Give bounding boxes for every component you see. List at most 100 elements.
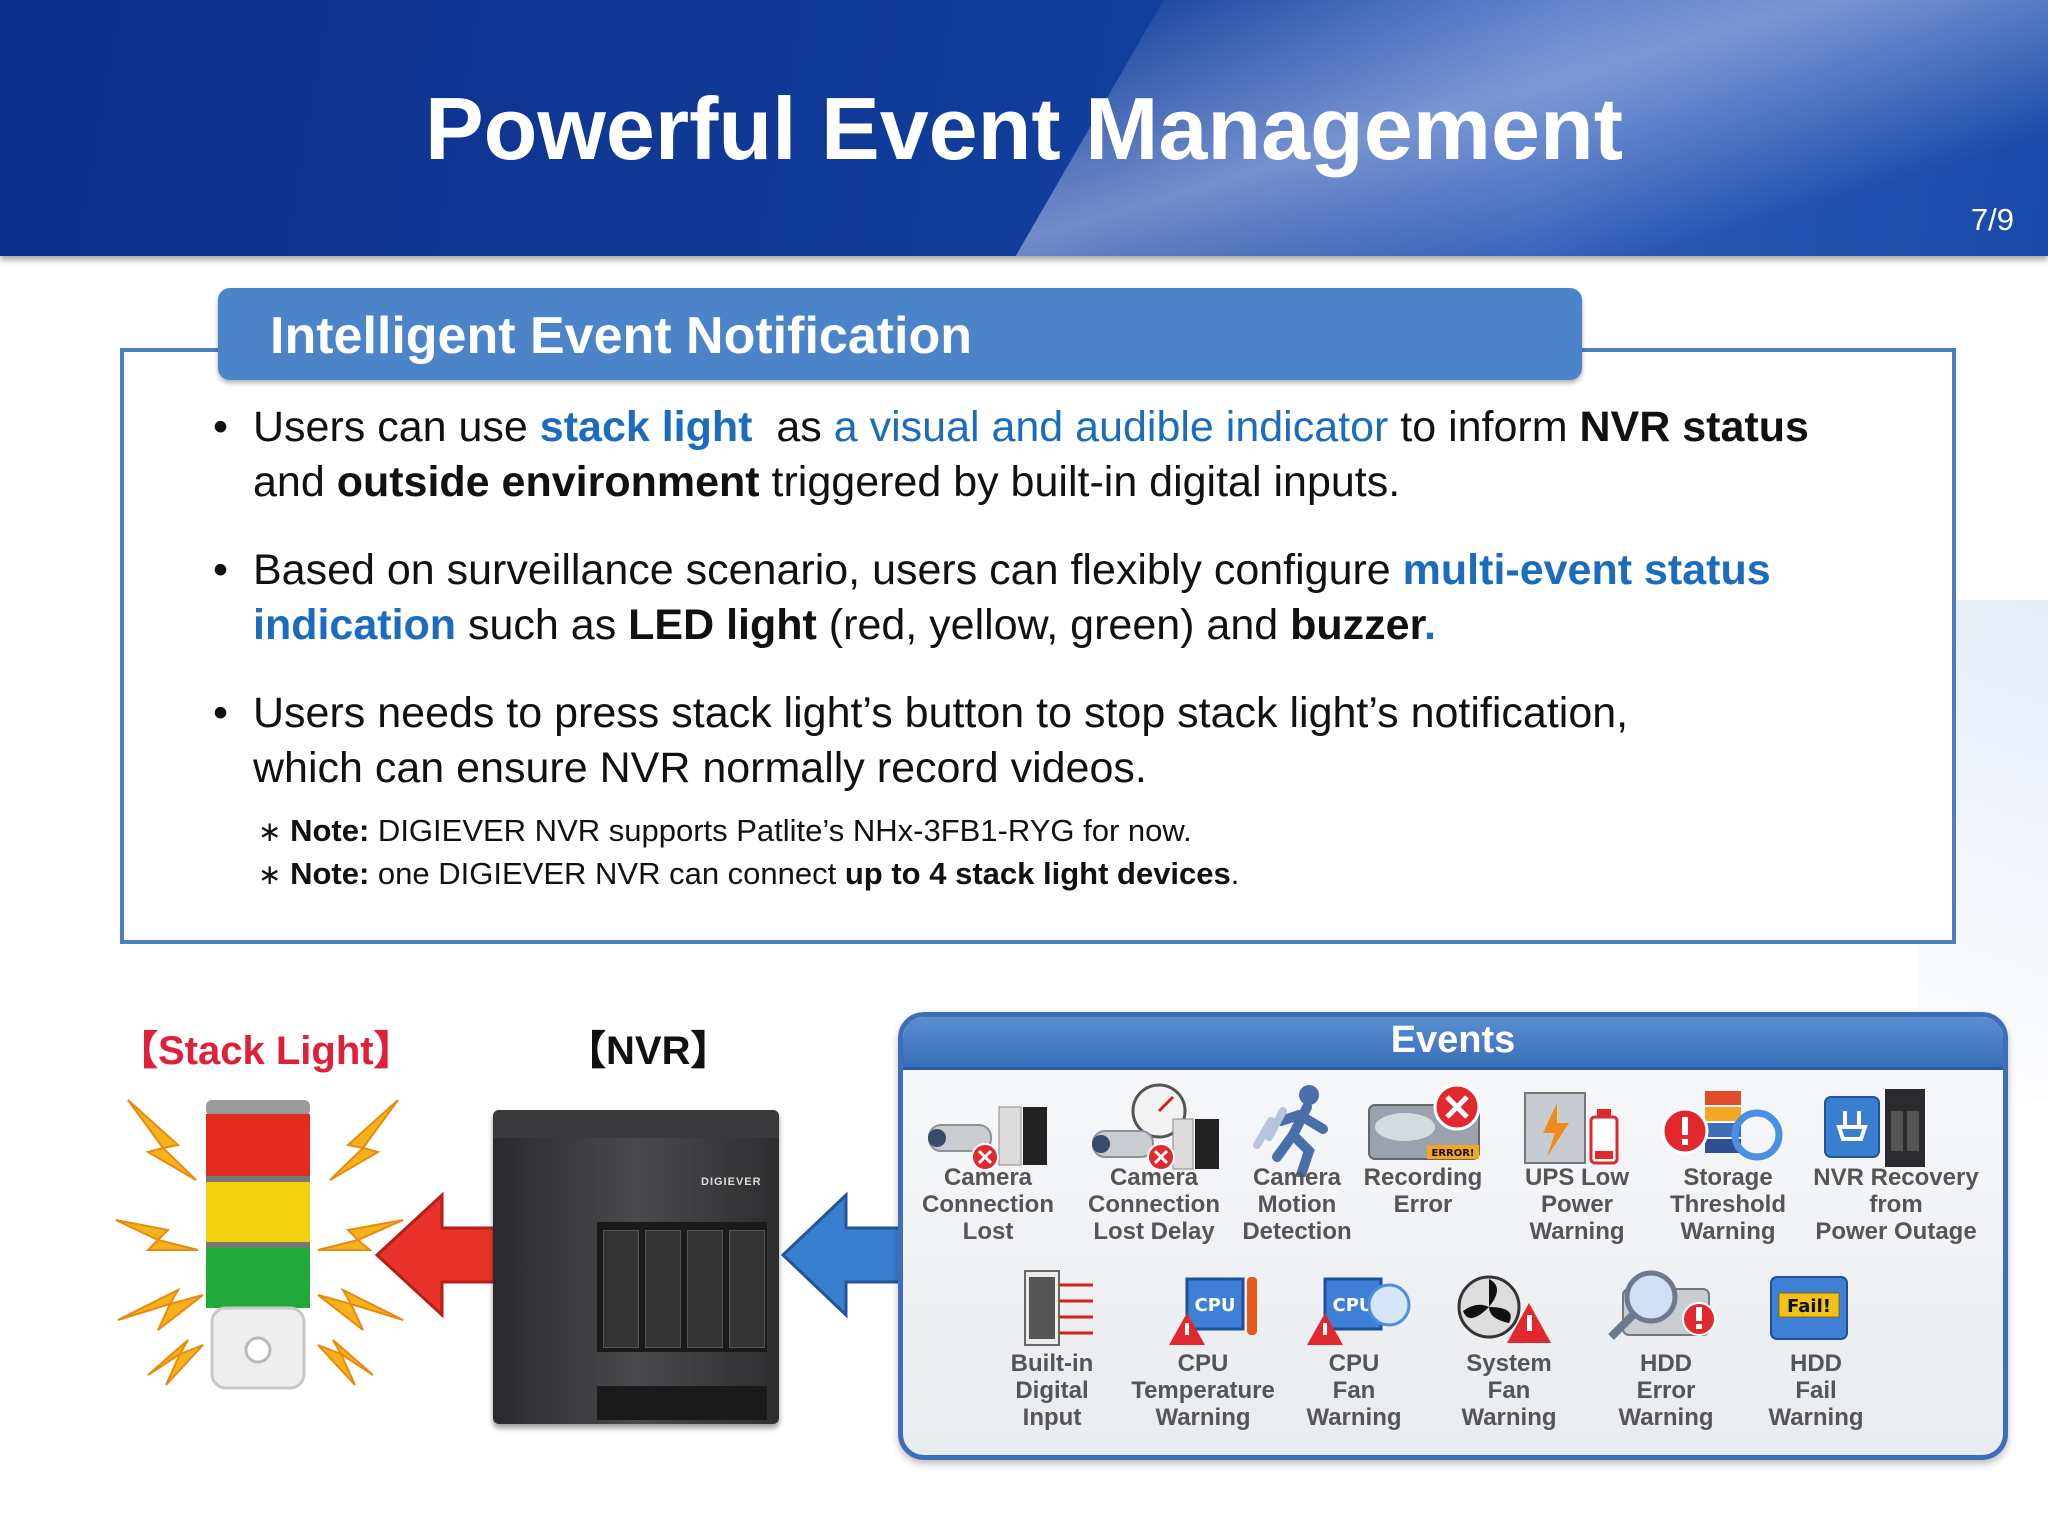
text-run: such as xyxy=(456,601,629,649)
highlight-stack-light: stack light xyxy=(539,403,753,451)
title-banner: Powerful Event Management 7/9 xyxy=(0,0,2048,256)
camera-disconnect-icon xyxy=(928,1106,1047,1171)
event-system-fan-warning: System Fan Warning xyxy=(1429,1350,1589,1431)
event-label-line: System xyxy=(1466,1350,1552,1377)
storage-threshold-icon xyxy=(1661,1091,1783,1161)
hdd-error-icon xyxy=(1608,1270,1716,1340)
note-emphasis: up to 4 stack light devices xyxy=(844,856,1231,891)
bullet-text-1: Users can use stack light as a visual an… xyxy=(253,400,1953,510)
ups-low-power-icon xyxy=(1524,1092,1619,1165)
system-fan-icon xyxy=(1457,1275,1551,1343)
event-label-line: Storage xyxy=(1683,1164,1773,1191)
event-label-line: Warning xyxy=(1680,1218,1776,1245)
emphasis-nvr-status: NVR status xyxy=(1579,403,1809,451)
motion-icon xyxy=(1253,1085,1328,1177)
notes: ∗ Note: DIGIEVER NVR supports Patlite’s … xyxy=(258,810,1239,896)
cpu-temperature-icon: CPU xyxy=(1169,1277,1257,1345)
nvr-recovery-icon xyxy=(1824,1089,1925,1167)
recording-error-icon: ERROR! xyxy=(1368,1083,1481,1160)
event-label-line: Power xyxy=(1540,1191,1614,1218)
event-label-line: Camera xyxy=(1252,1164,1342,1191)
event-label-line: Warning xyxy=(1461,1404,1557,1431)
notification-box xyxy=(120,348,1956,944)
event-label-line: Digital xyxy=(1015,1377,1089,1404)
event-label-line: Error xyxy=(1393,1191,1453,1218)
event-camera-motion-detection: Camera Motion Detection xyxy=(1217,1164,1377,1245)
cpu-badge: CPU xyxy=(1194,1295,1235,1316)
event-label-line: CPU xyxy=(1328,1350,1380,1377)
event-label-line: Error xyxy=(1636,1377,1696,1404)
event-label-line: UPS Low xyxy=(1524,1164,1629,1191)
drive-bays-lower xyxy=(597,1386,767,1420)
cpu-badge: CPU xyxy=(1332,1295,1373,1316)
event-label-line: Recording xyxy=(1363,1164,1483,1191)
text-run: and xyxy=(253,458,337,506)
text-run: Users needs to press stack light’s butto… xyxy=(253,689,1629,737)
nvr-top xyxy=(493,1110,779,1138)
drive-bays xyxy=(597,1222,767,1352)
event-label-line: Connection xyxy=(1088,1191,1220,1218)
event-label-line: Threshold xyxy=(1669,1191,1786,1218)
bullet-dot: • xyxy=(213,546,229,594)
digital-input-icon xyxy=(1024,1270,1093,1346)
stack-light-label: 【Stack Light】 xyxy=(118,1029,414,1073)
note-label: Note: xyxy=(290,813,370,848)
cpu-fan-icon: CPU xyxy=(1307,1277,1411,1345)
bullet-text-2: Based on surveillance scenario, users ca… xyxy=(253,543,1953,653)
highlight-indication: indication xyxy=(253,601,457,649)
emphasis-buzzer: buzzer xyxy=(1290,601,1424,649)
event-label-line: Temperature xyxy=(1131,1377,1275,1404)
notification-tab: Intelligent Event Notification xyxy=(218,288,1582,380)
event-cpu-temperature-warning: CPU Temperature Warning xyxy=(1123,1350,1283,1431)
event-camera-connection-lost-delay: Camera Connection Lost Delay xyxy=(1074,1164,1234,1245)
hdd-fail-icon: Fail! xyxy=(1770,1276,1848,1340)
asterisk-icon: ∗ xyxy=(258,858,282,891)
event-label-line: Connection xyxy=(922,1191,1054,1218)
nvr-brand: DIGIEVER xyxy=(701,1176,762,1188)
nvr-device-image: DIGIEVER xyxy=(493,1110,779,1424)
text-run: . xyxy=(1423,601,1436,649)
event-label-line: from xyxy=(1869,1191,1923,1218)
fail-badge: Fail! xyxy=(1787,1296,1831,1317)
drive-bay xyxy=(645,1230,681,1348)
event-label-line: Power Outage xyxy=(1815,1218,1977,1245)
nvr-label: 【NVR】 xyxy=(566,1029,731,1073)
event-label-line: Built-in xyxy=(1010,1350,1094,1377)
highlight-indicator: a visual and audible indicator xyxy=(833,403,1389,451)
note-label: Note: xyxy=(290,856,370,891)
event-label-line: Warning xyxy=(1306,1404,1402,1431)
note-text: one DIGIEVER NVR can connect xyxy=(369,856,845,891)
emphasis-led-light: LED light xyxy=(628,601,817,649)
event-label-line: Warning xyxy=(1618,1404,1714,1431)
note-text: . xyxy=(1230,856,1240,891)
drive-bay xyxy=(603,1230,639,1348)
note-2: ∗ Note: one DIGIEVER NVR can connect up … xyxy=(258,853,1239,896)
bullet-dot: • xyxy=(213,403,229,451)
event-camera-connection-lost: Camera Connection Lost xyxy=(908,1164,1068,1245)
event-label-line: Fan xyxy=(1332,1377,1376,1404)
note-text: DIGIEVER NVR supports Patlite’s NHx-3FB1… xyxy=(369,813,1192,848)
event-hdd-error-warning: HDD Error Warning xyxy=(1586,1350,1746,1431)
text-run: (red, yellow, green) and xyxy=(816,601,1291,649)
blue-arrow-icon xyxy=(780,1191,902,1319)
event-label-line: Fan xyxy=(1487,1377,1531,1404)
event-label-line: Warning xyxy=(1155,1404,1251,1431)
note-1: ∗ Note: DIGIEVER NVR supports Patlite’s … xyxy=(258,810,1239,853)
notification-tab-title: Intelligent Event Notification xyxy=(270,307,973,365)
event-label-line: Detection xyxy=(1242,1218,1352,1245)
event-hdd-fail-warning: HDD Fail Warning xyxy=(1736,1350,1896,1431)
event-label-line: Warning xyxy=(1768,1404,1864,1431)
event-label-line: CPU xyxy=(1177,1350,1229,1377)
text-run: as xyxy=(752,403,834,451)
event-storage-threshold-warning: Storage Threshold Warning xyxy=(1648,1164,1808,1245)
events-header: Events xyxy=(903,1017,2003,1070)
text-run: Users can use xyxy=(253,403,540,451)
page-title: Powerful Event Management xyxy=(424,79,1623,178)
svg-text:ERROR!: ERROR! xyxy=(1432,1148,1475,1159)
text-run: which can ensure NVR normally record vid… xyxy=(253,744,1147,792)
event-built-in-digital-input: Built-in Digital Input xyxy=(972,1350,1132,1431)
text-run: triggered by built-in digital inputs. xyxy=(759,458,1401,506)
event-label-line: Warning xyxy=(1529,1218,1625,1245)
camera-delay-icon xyxy=(1092,1083,1219,1171)
event-label-line: Lost xyxy=(962,1218,1014,1245)
